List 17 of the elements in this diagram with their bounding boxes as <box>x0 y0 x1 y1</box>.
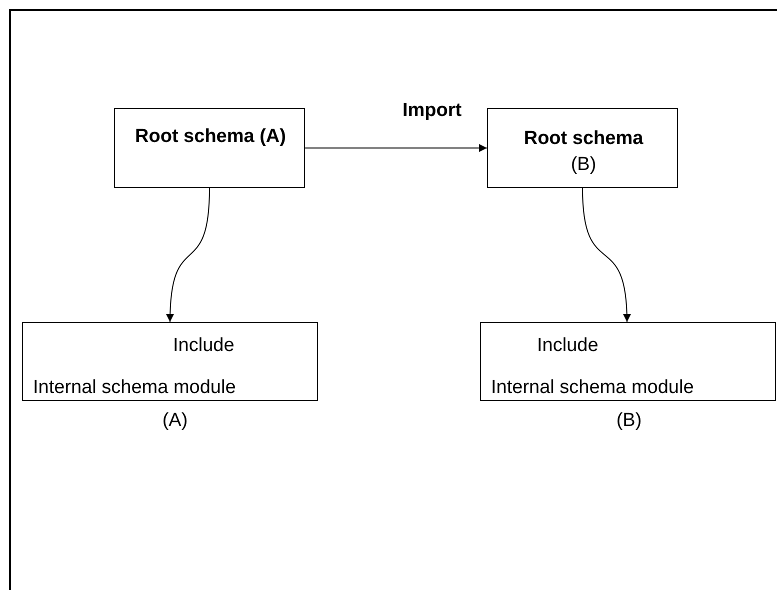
arrow <box>582 188 631 322</box>
box-label: (B) <box>570 154 598 176</box>
box-label: Include <box>537 335 598 357</box>
arrow <box>166 188 210 322</box>
box-label: Include <box>173 335 234 357</box>
box-label: Internal schema module <box>33 377 236 399</box>
box-caption: (B) <box>615 410 643 432</box>
box-label: Internal schema module <box>491 377 694 399</box>
schema-box <box>114 108 305 188</box>
schema-box <box>22 322 318 401</box>
box-label: Root schema <box>522 128 644 150</box>
box-caption: (A) <box>161 410 189 432</box>
schema-box <box>480 322 776 401</box>
schema-box <box>487 108 678 188</box>
edge-label: Import <box>402 100 462 122</box>
arrow <box>304 144 488 152</box>
box-label: Root schema (A) <box>134 126 287 148</box>
